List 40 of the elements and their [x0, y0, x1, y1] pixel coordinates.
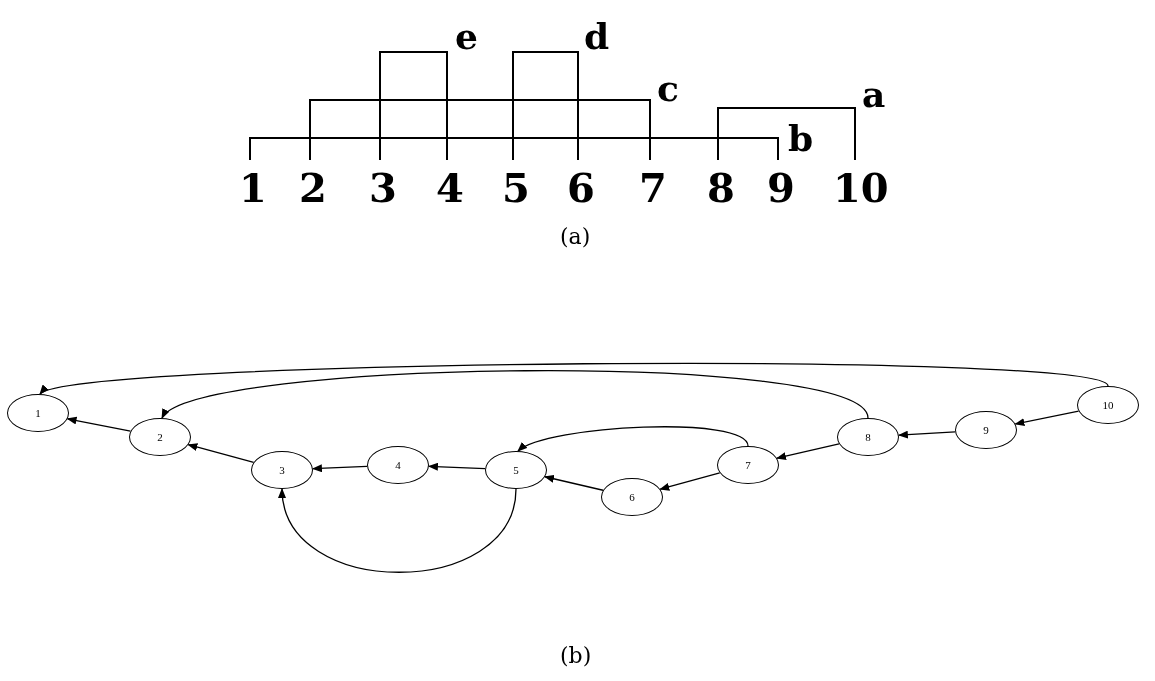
letter-label: d: [584, 18, 610, 54]
arrow: [897, 430, 956, 439]
number-label: 1: [239, 168, 267, 208]
ellipse-node: 3: [251, 451, 313, 489]
ellipse-node: 4: [367, 446, 429, 484]
ellipse-node: 2: [129, 418, 191, 456]
arrow: [311, 464, 368, 473]
arrow: [279, 488, 517, 573]
number-label: 3: [369, 168, 397, 208]
arrow: [776, 443, 840, 461]
ellipse-node: 10: [1077, 386, 1139, 424]
caption-label: (b): [560, 645, 592, 667]
number-label: 2: [299, 168, 327, 208]
arrow: [427, 462, 486, 471]
number-label: 6: [567, 168, 595, 208]
arrow: [544, 474, 604, 491]
arrow: [66, 416, 132, 432]
ellipse-node: 7: [717, 446, 779, 484]
arrow: [517, 426, 749, 452]
number-label: 7: [639, 168, 667, 208]
arrow: [161, 370, 869, 419]
letter-label: a: [862, 76, 886, 112]
ellipse-node: 9: [955, 411, 1017, 449]
arrow: [39, 362, 1109, 396]
arrow: [187, 443, 255, 463]
letter-label: b: [788, 120, 814, 156]
arrow: [1014, 410, 1080, 427]
number-label: 9: [767, 168, 795, 208]
number-label: 4: [436, 168, 464, 208]
caption-label: (a): [560, 226, 591, 248]
arrow: [659, 472, 721, 491]
ellipse-node: 5: [485, 451, 547, 489]
ellipse-node: 6: [601, 478, 663, 516]
ellipse-node: 1: [7, 394, 69, 432]
letter-label: c: [657, 70, 679, 106]
number-label: 5: [502, 168, 530, 208]
ellipse-node: 8: [837, 418, 899, 456]
number-label: 8: [707, 168, 735, 208]
letter-label: e: [455, 18, 478, 54]
number-label: 10: [833, 168, 889, 208]
